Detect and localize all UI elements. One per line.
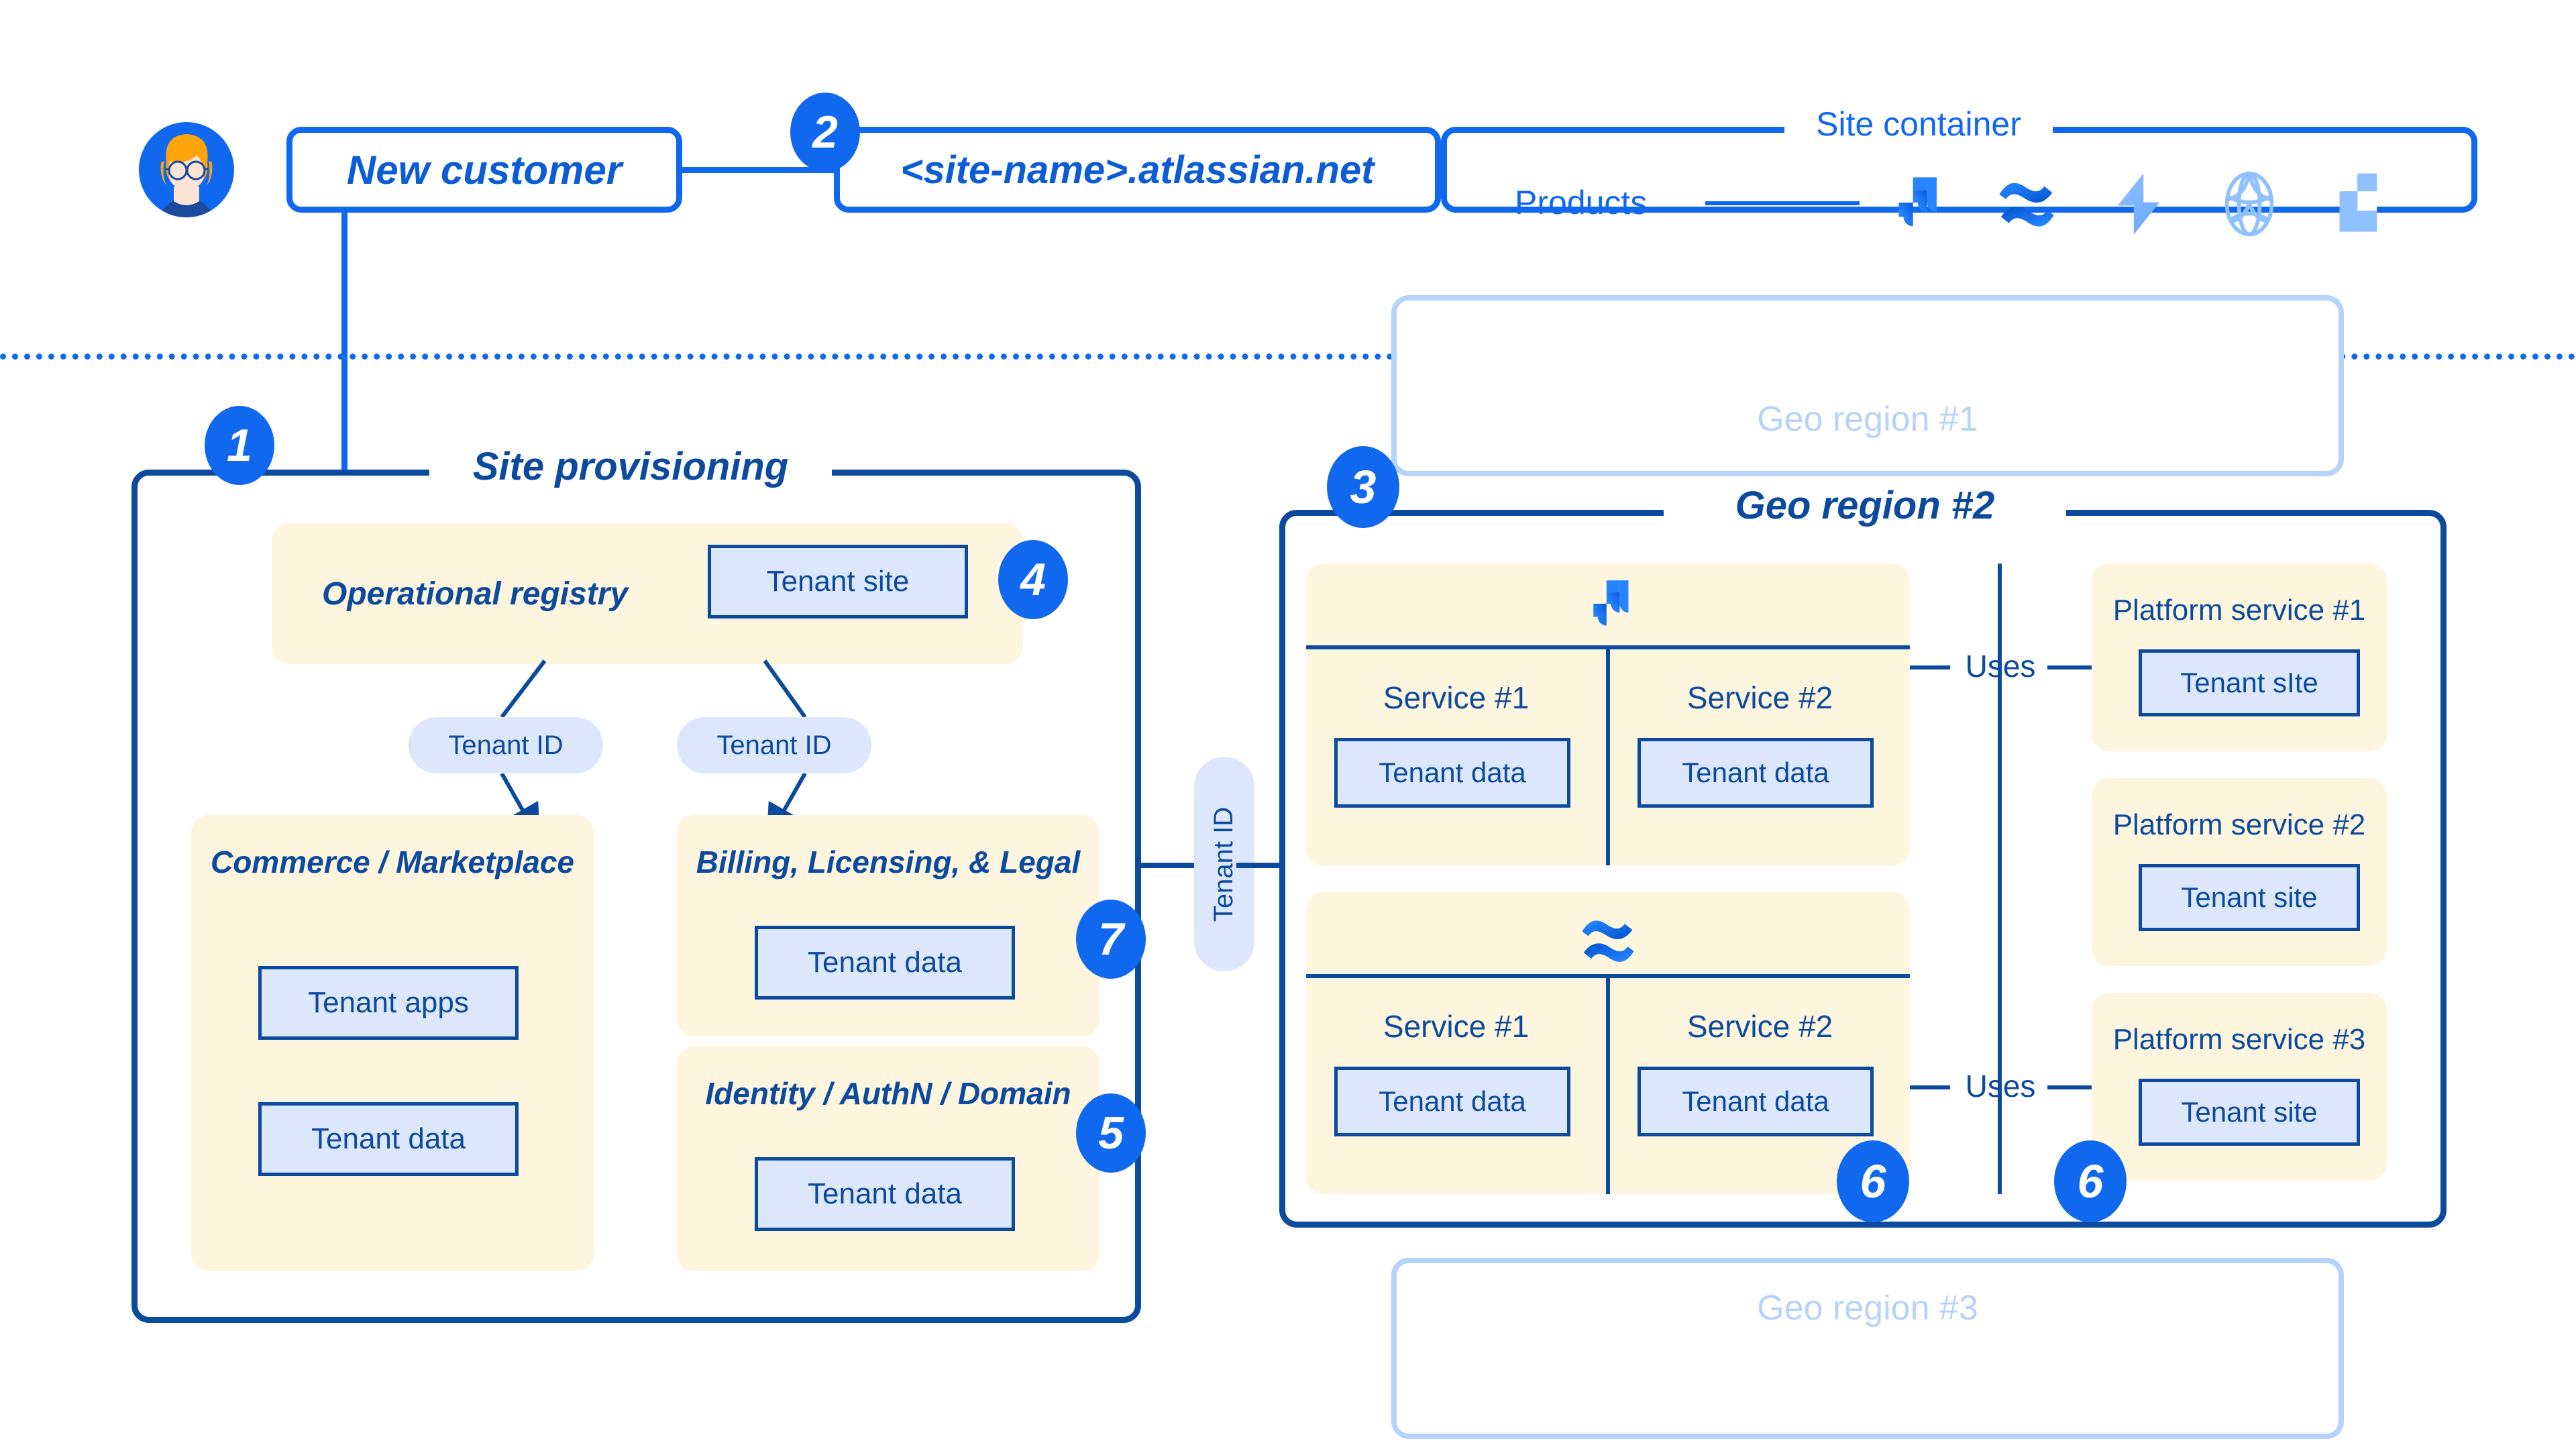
site-provisioning-label-mask [429, 459, 832, 476]
platform-service-2-tenant-site[interactable]: Tenant site [2139, 864, 2360, 931]
platform-service-3-title: Platform service #3 [2112, 1023, 2366, 1056]
region2-platform-spine [1998, 564, 2002, 1194]
bus-line-left [1138, 863, 1212, 868]
identity-tenant-data-box[interactable]: Tenant data [755, 1157, 1015, 1231]
badge-3: 3 [1327, 446, 1399, 528]
geo-region-3-label: Geo region #3 [1757, 1289, 1978, 1328]
region2-jira-service-2-tenant-data[interactable]: Tenant data [1638, 738, 1874, 808]
platform-service-2-title: Platform service #2 [2112, 808, 2366, 841]
tenant-id-pill-left: Tenant ID [409, 717, 603, 773]
region2-jira-service-2-label: Service #2 [1686, 680, 1833, 715]
billing-tenant-data-box[interactable]: Tenant data [755, 926, 1015, 1000]
uses-bottom-line-left [1910, 1085, 1950, 1089]
region2-confluence-service-1-tenant-data[interactable]: Tenant data [1334, 1067, 1570, 1136]
badge-7: 7 [1076, 900, 1146, 979]
badge-1: 1 [205, 406, 274, 485]
region2-confluence-service-2-tenant-data[interactable]: Tenant data [1638, 1067, 1874, 1136]
uses-label-bottom: Uses [1965, 1069, 2036, 1104]
site-provisioning-title: Site provisioning [472, 444, 789, 488]
commerce-marketplace-card [191, 815, 594, 1271]
tenant-id-pill-right: Tenant ID [677, 717, 871, 773]
operational-registry-label: Operational registry [322, 576, 629, 612]
site-container-box[interactable] [1441, 127, 2477, 213]
platform-service-3-tenant-site[interactable]: Tenant site [2139, 1079, 2360, 1146]
region2-confluence-service-1-label: Service #1 [1383, 1009, 1529, 1044]
section-divider-dotted [0, 354, 2576, 360]
jira-service-management-icon[interactable] [2114, 173, 2163, 235]
bus-line-right [1236, 863, 1310, 868]
customer-avatar [139, 122, 234, 217]
identity-authn-domain-label: Identity / AuthN / Domain [705, 1076, 1071, 1111]
connector-customer-to-site [679, 167, 843, 173]
region2-jira-icon [1585, 579, 1631, 629]
badge-6-right: 6 [2054, 1140, 2127, 1222]
products-leader-line [1705, 201, 1860, 205]
confluence-icon[interactable] [1998, 180, 2055, 228]
tenant-id-bus-label: Tenant ID [1209, 806, 1239, 922]
new-customer-label: New customer [346, 147, 623, 193]
region2-jira-service-1-tenant-data[interactable]: Tenant data [1334, 738, 1570, 808]
badge-6-left: 6 [1837, 1140, 1909, 1222]
region2-jira-service-1-label: Service #1 [1383, 680, 1529, 715]
commerce-marketplace-label: Commerce / Marketplace [210, 845, 575, 879]
region2-jira-divider-v [1606, 645, 1610, 865]
uses-top-line-left [1910, 665, 1950, 669]
geo-region-1-label: Geo region #1 [1757, 400, 1978, 439]
site-container-label-mask [1784, 115, 2053, 134]
products-label: Products [1515, 184, 1648, 221]
geo-region-3-card [1391, 1258, 2344, 1439]
uses-label-top: Uses [1965, 649, 2036, 684]
atlas-icon[interactable] [2220, 171, 2278, 237]
geo-region-2-label-mask [1664, 499, 2066, 517]
region2-confluence-icon [1580, 918, 1635, 963]
geo-region-2-title: Geo region #2 [1735, 483, 1995, 527]
platform-service-1-tenant-site[interactable]: Tenant sIte [2139, 649, 2360, 716]
region2-confluence-service-2-label: Service #2 [1686, 1009, 1833, 1044]
geo-region-1-card [1391, 295, 2344, 476]
billing-licensing-legal-label: Billing, Licensing, & Legal [696, 845, 1081, 879]
trello-icon[interactable] [2333, 173, 2388, 232]
region2-confluence-divider-v [1606, 974, 1610, 1194]
jira-icon[interactable] [1889, 176, 1940, 229]
operational-registry-tenant-site-box[interactable]: Tenant site [708, 545, 968, 619]
badge-5: 5 [1076, 1093, 1146, 1173]
platform-service-1-title: Platform service #1 [2112, 594, 2366, 627]
badge-2: 2 [790, 93, 860, 172]
commerce-tenant-data-box[interactable]: Tenant data [258, 1102, 519, 1176]
avatar-illustration [139, 122, 234, 217]
badge-4: 4 [998, 540, 1068, 619]
site-name-box[interactable] [834, 127, 1441, 213]
commerce-tenant-apps-box[interactable]: Tenant apps [258, 966, 519, 1040]
site-container-label: Site container [1816, 105, 2021, 143]
connector-customer-down [341, 210, 347, 478]
site-name-label: <site-name>.atlassian.net [900, 148, 1375, 192]
